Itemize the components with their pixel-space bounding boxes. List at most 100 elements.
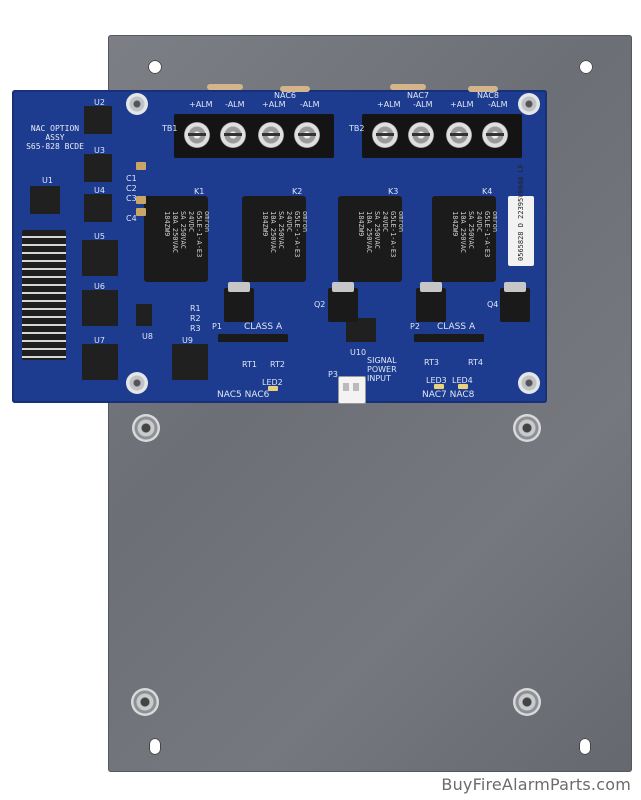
q4-label: Q4 bbox=[487, 300, 499, 309]
ic-u1 bbox=[27, 186, 63, 214]
mounting-nut bbox=[126, 372, 148, 394]
p1-label: P1 bbox=[212, 322, 222, 331]
assembly-label: NAC OPTION ASSY S65-828 BCDE bbox=[26, 124, 84, 151]
standoff-bottom-right bbox=[513, 688, 541, 716]
relay-k1-ref: K1 bbox=[194, 187, 205, 196]
tb2-pin-label: -ALM bbox=[488, 100, 508, 109]
led2-label: LED2 bbox=[262, 378, 283, 387]
transistor-q3 bbox=[416, 282, 446, 322]
terminal-screw[interactable] bbox=[372, 122, 398, 148]
tb1-pin-label: +ALM bbox=[262, 100, 286, 109]
c1-label: C1 bbox=[126, 174, 137, 183]
terminal-screw[interactable] bbox=[482, 122, 508, 148]
resistor bbox=[280, 86, 310, 92]
ic-u10 bbox=[343, 318, 379, 342]
rt1-label: RT1 bbox=[242, 360, 257, 369]
resistor bbox=[390, 84, 426, 90]
nac7-nac8-label: NAC7 NAC8 bbox=[422, 390, 475, 400]
relay-k3-text: omron G5LE-1-A-E3 24VDC SA 250VAC 10A 25… bbox=[357, 211, 405, 258]
r2-label: R2 bbox=[190, 314, 201, 323]
header-p2 bbox=[411, 334, 487, 342]
relay-k1-text: omron G5LE-1-A-E3 24VDC SA 250VAC 10A 25… bbox=[163, 211, 211, 258]
terminal-block-tb1 bbox=[174, 114, 334, 158]
r1-label: R1 bbox=[190, 304, 201, 313]
signal-power-input-connector[interactable] bbox=[338, 376, 366, 404]
ribbon-header[interactable] bbox=[22, 230, 66, 360]
u9-label: U9 bbox=[182, 336, 193, 345]
led4-label: LED4 bbox=[452, 376, 473, 385]
relay-k2-text: omron G5LE-1-A-E3 24VDC SA 250VAC 10A 25… bbox=[261, 211, 309, 258]
tb1-group-label: NAC6 bbox=[274, 91, 296, 100]
rt2-label: RT2 bbox=[270, 360, 285, 369]
u6-label: U6 bbox=[94, 282, 105, 291]
transistor-q1 bbox=[224, 282, 254, 322]
mounting-nut bbox=[518, 93, 540, 115]
transistor-q2 bbox=[328, 282, 358, 322]
u8-label: U8 bbox=[142, 332, 153, 341]
signal-power-input-label: SIGNAL POWER INPUT bbox=[367, 356, 397, 383]
ic-u3 bbox=[81, 154, 115, 182]
capacitor bbox=[133, 196, 149, 204]
u4-label: U4 bbox=[94, 186, 105, 195]
header-p1 bbox=[215, 334, 291, 342]
ic-u9 bbox=[169, 344, 211, 380]
tb2-pin-label: -ALM bbox=[413, 100, 433, 109]
q2-label: Q2 bbox=[314, 300, 326, 309]
rt4-label: RT4 bbox=[468, 358, 483, 367]
u7-label: U7 bbox=[94, 336, 105, 345]
tb2-group-label-nac7: NAC7 bbox=[407, 91, 429, 100]
resistor bbox=[468, 86, 498, 92]
terminal-screw[interactable] bbox=[184, 122, 210, 148]
relay-k3-ref: K3 bbox=[388, 187, 399, 196]
capacitor bbox=[133, 208, 149, 216]
plate-slot-bottom-right bbox=[579, 738, 591, 755]
relay-k4-ref: K4 bbox=[482, 187, 493, 196]
tb2-pin-label: +ALM bbox=[450, 100, 474, 109]
relay-k2-ref: K2 bbox=[292, 187, 303, 196]
nac-option-pcb: NAC OPTION ASSY S65-828 BCDE TB1 TB2 +AL… bbox=[12, 84, 547, 403]
tb2-group-label-nac8: NAC8 bbox=[477, 91, 499, 100]
terminal-screw[interactable] bbox=[294, 122, 320, 148]
transistor-q4 bbox=[500, 282, 530, 322]
terminal-screw[interactable] bbox=[446, 122, 472, 148]
serial-sticker: 0565828 D 22395V0048 LF bbox=[508, 164, 534, 266]
terminal-block-tb2 bbox=[362, 114, 522, 158]
class-a-right-label: CLASS A bbox=[437, 322, 476, 332]
mounting-nut bbox=[518, 372, 540, 394]
relay-k3: omron G5LE-1-A-E3 24VDC SA 250VAC 10A 25… bbox=[338, 196, 405, 282]
relay-k1: omron G5LE-1-A-E3 24VDC SA 250VAC 10A 25… bbox=[144, 196, 211, 282]
u10-label: U10 bbox=[350, 348, 367, 357]
standoff-mid-left bbox=[132, 414, 160, 442]
serial-sticker-text: 0565828 D 22395V0048 LF bbox=[517, 164, 525, 261]
c4-label: C4 bbox=[126, 214, 137, 223]
ic-u5 bbox=[79, 240, 121, 276]
c3-label: C3 bbox=[126, 194, 137, 203]
resistor bbox=[207, 84, 243, 90]
relay-k4: omron G5LE-1-A-E3 24VDC SA 250VAC 10A 25… bbox=[432, 196, 499, 282]
tb2-pin-label: +ALM bbox=[377, 100, 401, 109]
plate-slot-bottom-left bbox=[149, 738, 161, 755]
standoff-bottom-left bbox=[131, 688, 159, 716]
class-a-left-label: CLASS A bbox=[244, 322, 283, 332]
led3-label: LED3 bbox=[426, 376, 447, 385]
p2-label: P2 bbox=[410, 322, 420, 331]
c2-label: C2 bbox=[126, 184, 137, 193]
u3-label: U3 bbox=[94, 146, 105, 155]
terminal-screw[interactable] bbox=[220, 122, 246, 148]
tb1-pin-label: -ALM bbox=[300, 100, 320, 109]
u1-label: U1 bbox=[42, 176, 53, 185]
u2-label: U2 bbox=[94, 98, 105, 107]
u5-label: U5 bbox=[94, 232, 105, 241]
relay-k4-text: omron G5LE-1-A-E3 24VDC SA 250VAC 10A 25… bbox=[451, 211, 499, 258]
r3-label: R3 bbox=[190, 324, 201, 333]
tb1-pin-label: -ALM bbox=[225, 100, 245, 109]
terminal-screw[interactable] bbox=[258, 122, 284, 148]
terminal-screw[interactable] bbox=[408, 122, 434, 148]
capacitor bbox=[133, 162, 149, 170]
standoff-mid-right bbox=[513, 414, 541, 442]
tb1-label: TB1 bbox=[162, 124, 178, 133]
nac5-nac6-label: NAC5 NAC6 bbox=[217, 390, 270, 400]
led4 bbox=[458, 384, 468, 389]
watermark-text: BuyFireAlarmParts.com bbox=[441, 775, 631, 794]
tb2-label: TB2 bbox=[349, 124, 365, 133]
